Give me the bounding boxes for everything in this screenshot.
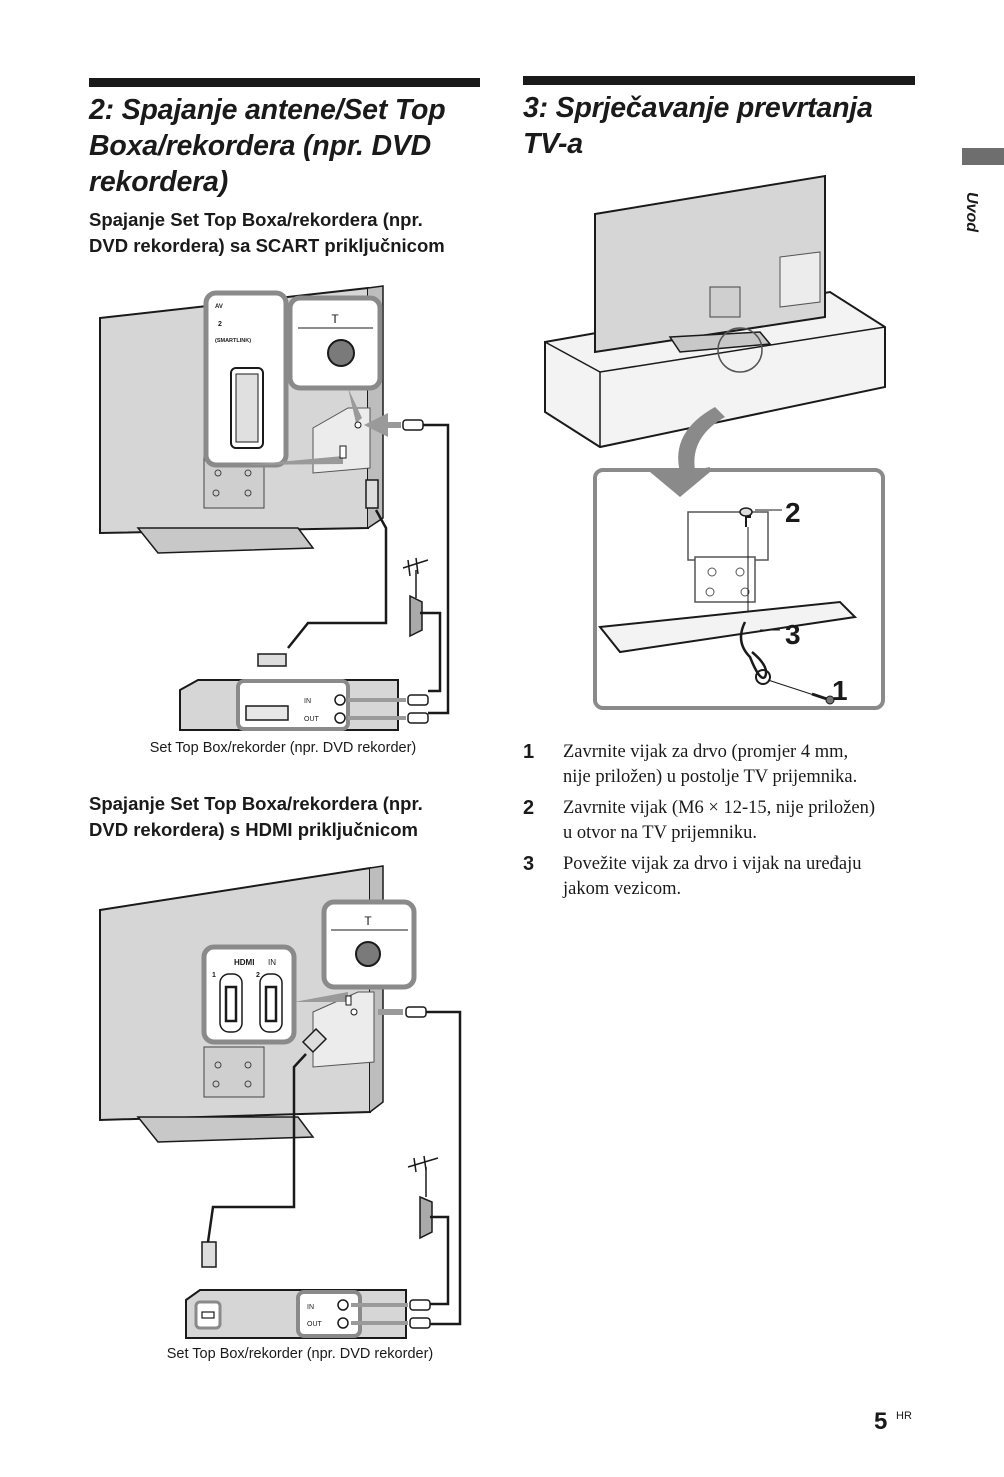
step-text-line: Povežite vijak za drvo i vijak na uređaj… — [563, 854, 862, 874]
hdmi-plug-box — [201, 1241, 217, 1268]
callout-2: 2 — [785, 497, 801, 528]
section-rule-left — [89, 78, 480, 87]
hdmi-port2-label: 2 — [256, 972, 260, 979]
av-label: AV — [215, 304, 223, 310]
in-label: IN — [307, 1304, 314, 1311]
heading-line: 3: Sprječavanje prevrtanja — [523, 92, 873, 124]
hdmi-label: HDMI — [234, 958, 254, 967]
subheading-line: DVD rekordera) s HDMI priključnicom — [89, 819, 418, 840]
page-number: 5 — [874, 1408, 888, 1435]
chapter-tab-text: Uvod — [963, 192, 980, 232]
in-label: IN — [304, 698, 311, 705]
out-label: OUT — [304, 716, 320, 723]
callout-3: 3 — [785, 619, 801, 650]
step-item: 3 Povežite vijak za drvo i vijak na uređ… — [523, 852, 933, 902]
scart-plug-box — [257, 653, 287, 667]
page-language-code: HR — [896, 1410, 912, 1422]
detail-circle — [717, 327, 763, 373]
hdmi-figure-caption: Set Top Box/rekorder (npr. DVD rekorder) — [166, 1346, 434, 1362]
coax-plug — [402, 419, 424, 431]
stand-detail — [598, 600, 858, 654]
scart-connection-diagram: AV 2 (SMARTLINK) T IN OUT — [99, 285, 450, 731]
hdmi-plug-tv — [301, 1027, 328, 1054]
hdmi-in-label: IN — [268, 958, 276, 967]
chapter-tab-marker — [962, 148, 1004, 165]
chapter-tab-label: Uvod — [958, 182, 984, 242]
smartlink-label: (SMARTLINK) — [215, 338, 251, 344]
scart-figure-caption: Set Top Box/rekorder (npr. DVD rekorder) — [149, 740, 417, 756]
machine-screw — [739, 507, 753, 517]
out-label: OUT — [307, 1321, 323, 1328]
tv-stand — [136, 1116, 315, 1143]
heading-line: Boxa/rekordera (npr. DVD — [89, 130, 432, 162]
subheading-hdmi: Spajanje Set Top Boxa/rekordera (npr. DV… — [89, 791, 499, 843]
antenna-symbol: T — [331, 312, 339, 326]
steps-list: 1 Zavrnite vijak za drvo (promjer 4 mm, … — [523, 740, 933, 908]
coax-plug — [405, 1006, 427, 1018]
antenna-port — [327, 339, 355, 367]
section-heading-antenna: 2: Spajanje antene/Set Top Boxa/rekorder… — [89, 92, 489, 200]
aerial-icon — [407, 1155, 439, 1173]
antenna-port — [355, 941, 381, 967]
scart-cable — [287, 509, 388, 649]
coax-cable-tv — [426, 1010, 462, 1326]
step-text-line: jakom vezicom. — [563, 879, 682, 899]
wall-socket — [409, 594, 423, 638]
subheading-line: Spajanje Set Top Boxa/rekordera (npr. — [89, 209, 423, 230]
section-heading-anti-tip: 3: Sprječavanje prevrtanja TV-a — [523, 90, 923, 162]
heading-line: rekordera) — [89, 166, 228, 198]
hdmi-port1-label: 1 — [212, 972, 216, 979]
step-text-line: Zavrnite vijak za drvo (promjer 4 mm, — [563, 742, 849, 762]
step-item: 2 Zavrnite vijak (M6 × 12-15, nije prilo… — [523, 796, 933, 846]
anti-tip-diagram: 2 3 1 — [544, 174, 886, 710]
callout-1: 1 — [832, 675, 848, 706]
tv-stand — [136, 527, 315, 554]
heading-line: TV-a — [523, 128, 583, 160]
strong-cord — [739, 621, 768, 680]
step-item: 1 Zavrnite vijak za drvo (promjer 4 mm, … — [523, 740, 933, 790]
wall-socket — [419, 1195, 433, 1240]
step-number: 3 — [523, 853, 535, 875]
hdmi-connection-diagram: HDMI IN 1 2 T IN OUT — [99, 865, 462, 1339]
section-rule-right — [523, 76, 915, 85]
step-text-line: nije priložen) u postolje TV prijemnika. — [563, 767, 858, 787]
stb-scart-port — [245, 705, 289, 721]
subheading-line: Spajanje Set Top Boxa/rekordera (npr. — [89, 793, 423, 814]
step-text-line: u otvor na TV prijemniku. — [563, 823, 758, 843]
antenna-symbol: T — [364, 914, 372, 928]
coax-cable-tv — [423, 423, 450, 715]
subheading-scart: Spajanje Set Top Boxa/rekordera (npr. DV… — [89, 207, 499, 259]
tv-back-panel — [594, 174, 826, 354]
heading-line: 2: Spajanje antene/Set Top — [89, 94, 446, 126]
step-number: 2 — [523, 797, 535, 819]
hdmi-cable — [206, 1053, 307, 1243]
step-number: 1 — [523, 741, 535, 763]
step-text-line: Zavrnite vijak (M6 × 12-15, nije prilože… — [563, 798, 875, 818]
aerial-icon — [402, 557, 429, 577]
scart-plug-tv — [365, 479, 379, 509]
av-number: 2 — [218, 321, 222, 328]
subheading-line: DVD rekordera) sa SCART priključnicom — [89, 235, 445, 256]
